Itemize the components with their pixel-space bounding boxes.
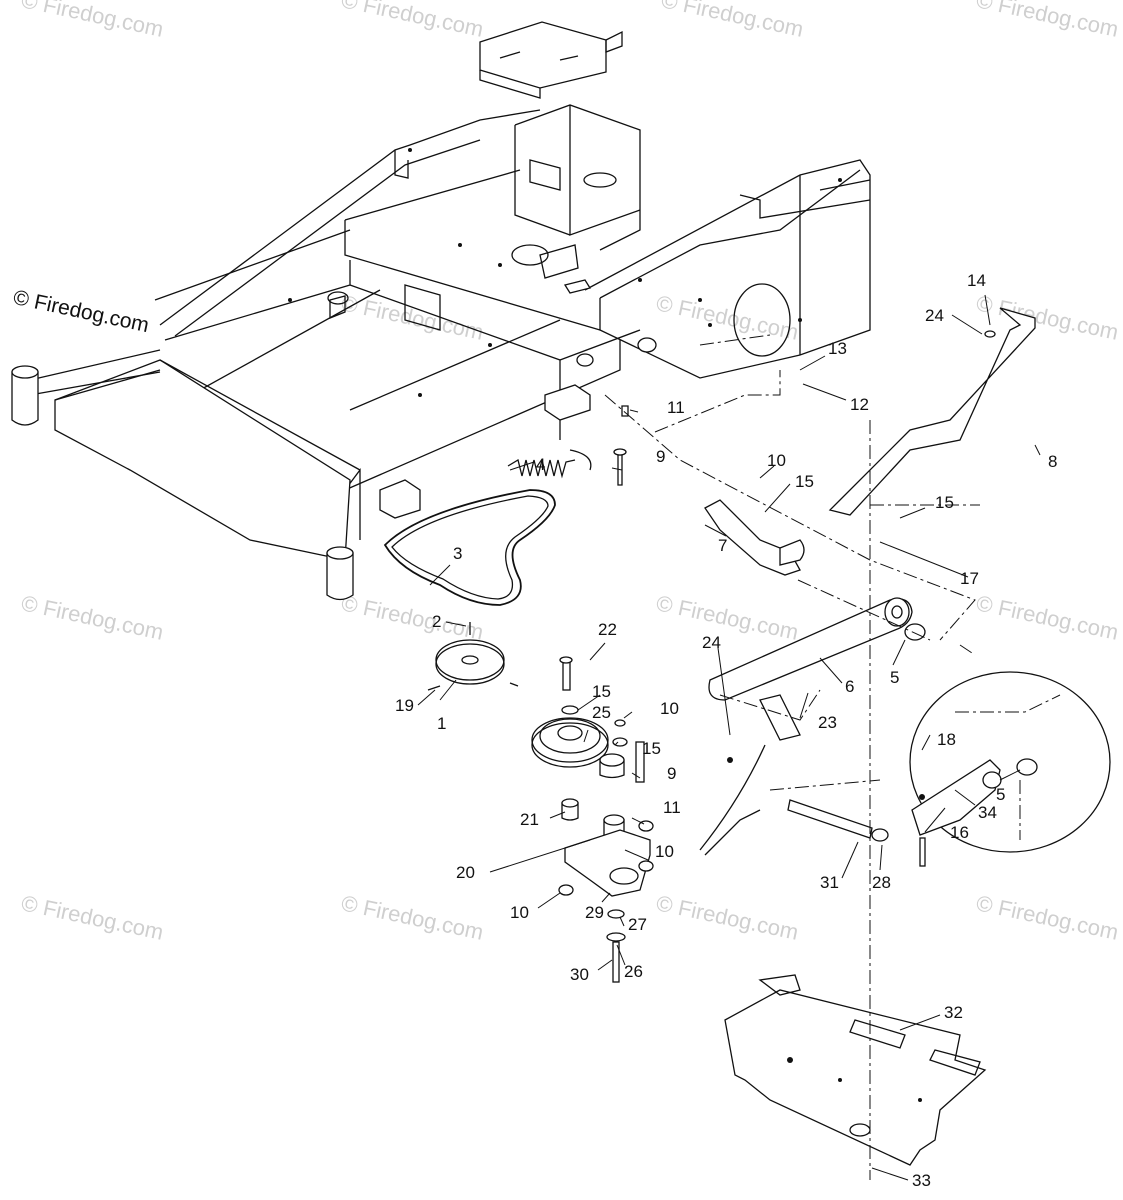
mower-frame	[11, 21, 871, 601]
callout-3: 3	[453, 544, 462, 563]
callout-8: 8	[1048, 452, 1057, 471]
callout-9b: 9	[667, 764, 676, 783]
pulley-1	[427, 622, 519, 691]
callout-33: 33	[912, 1171, 931, 1190]
callout-10c: 10	[655, 842, 674, 861]
callout-6: 6	[845, 677, 854, 696]
idler-assembly	[531, 656, 654, 983]
callout-10b: 10	[660, 699, 679, 718]
callout-28: 28	[872, 873, 891, 892]
callout-15b: 15	[795, 472, 814, 491]
callout-11: 11	[667, 398, 685, 417]
callout-labels: 1 2 3 4 5 5 6 7 8 9 9 10 10 10 10 11 11 …	[395, 271, 1057, 1190]
callout-10: 10	[767, 451, 786, 470]
drive-belt	[383, 489, 556, 606]
rod-31	[699, 744, 889, 856]
callout-15d: 15	[935, 493, 954, 512]
callout-32: 32	[944, 1003, 963, 1022]
callout-34: 34	[978, 803, 997, 822]
callout-21: 21	[520, 810, 539, 829]
callout-2: 2	[432, 612, 441, 631]
base-plate-32	[724, 974, 987, 1166]
callout-4: 4	[536, 455, 545, 474]
callout-12: 12	[850, 395, 869, 414]
callout-30: 30	[570, 965, 589, 984]
callout-24: 24	[925, 306, 944, 325]
callout-9: 9	[656, 447, 665, 466]
callout-15c: 15	[642, 739, 661, 758]
callout-5: 5	[890, 668, 899, 687]
callout-22: 22	[598, 620, 617, 639]
callout-18: 18	[937, 730, 956, 749]
callout-23: 23	[818, 713, 837, 732]
callout-17: 17	[960, 569, 979, 588]
callout-16: 16	[950, 823, 969, 842]
callout-14: 14	[967, 271, 986, 290]
callout-1: 1	[437, 714, 446, 733]
callout-13: 13	[828, 339, 847, 358]
cross-shaft	[704, 499, 805, 576]
callout-5-inset: 5	[996, 785, 1005, 804]
callout-19: 19	[395, 696, 414, 715]
callout-20: 20	[456, 863, 475, 882]
callout-10d: 10	[510, 903, 529, 922]
callout-27: 27	[628, 915, 647, 934]
callout-15: 15	[592, 682, 611, 701]
callout-29: 29	[585, 903, 604, 922]
centerlines	[604, 334, 1061, 1180]
callout-7: 7	[718, 536, 727, 555]
callout-11b: 11	[663, 798, 681, 817]
callout-26: 26	[624, 962, 643, 981]
leader-lines	[417, 294, 1041, 1181]
callout-25: 25	[592, 703, 611, 722]
spring	[507, 449, 592, 479]
callout-24b: 24	[702, 633, 721, 652]
nut	[613, 448, 627, 456]
callout-31: 31	[820, 873, 839, 892]
bracket-8	[828, 307, 1036, 516]
detail-inset	[909, 671, 1111, 867]
